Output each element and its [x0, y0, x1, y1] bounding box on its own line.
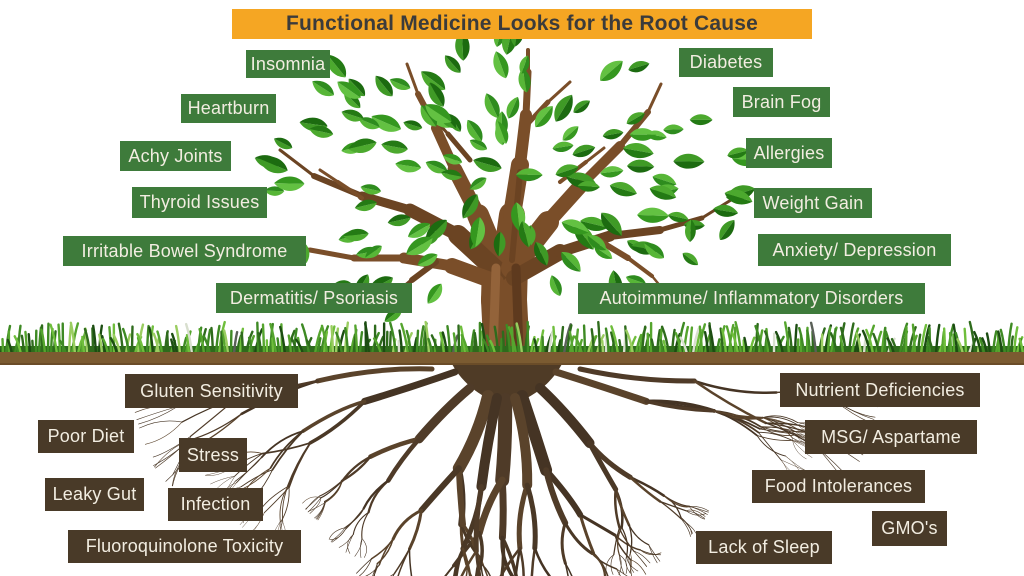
soil-bar — [0, 352, 1024, 365]
symptom-label: Brain Fog — [733, 87, 830, 117]
symptom-label: Achy Joints — [120, 141, 231, 171]
tree-leaves — [254, 19, 761, 322]
root-cause-label: Food Intolerances — [752, 470, 925, 503]
root-cause-label: GMO's — [872, 511, 947, 546]
symptom-label: Irritable Bowel Syndrome — [63, 236, 306, 266]
symptom-label: Allergies — [746, 138, 832, 168]
symptom-label: Insomnia — [246, 50, 330, 78]
symptom-label: Thyroid Issues — [132, 187, 267, 218]
root-cause-label: Gluten Sensitivity — [125, 374, 298, 408]
title-banner: Functional Medicine Looks for the Root C… — [232, 9, 812, 39]
root-cause-label: Infection — [168, 488, 263, 521]
symptom-label: Heartburn — [181, 94, 276, 123]
root-cause-label: Lack of Sleep — [696, 531, 832, 564]
root-cause-label: Leaky Gut — [45, 478, 144, 511]
symptom-label: Diabetes — [679, 48, 773, 77]
symptom-label: Dermatitis/ Psoriasis — [216, 283, 412, 313]
root-cause-label: Stress — [179, 438, 247, 472]
root-cause-label: Poor Diet — [38, 420, 134, 453]
symptom-label: Anxiety/ Depression — [758, 234, 951, 266]
root-cause-label: Fluoroquinolone Toxicity — [68, 530, 301, 563]
symptom-label: Autoimmune/ Inflammatory Disorders — [578, 283, 925, 314]
tree-branches — [278, 48, 733, 381]
root-cause-label: MSG/ Aspartame — [805, 420, 977, 454]
tree-roots — [134, 364, 879, 576]
symptom-label: Weight Gain — [754, 188, 872, 218]
root-cause-label: Nutrient Deficiencies — [780, 373, 980, 407]
grass-strip — [0, 320, 1024, 356]
